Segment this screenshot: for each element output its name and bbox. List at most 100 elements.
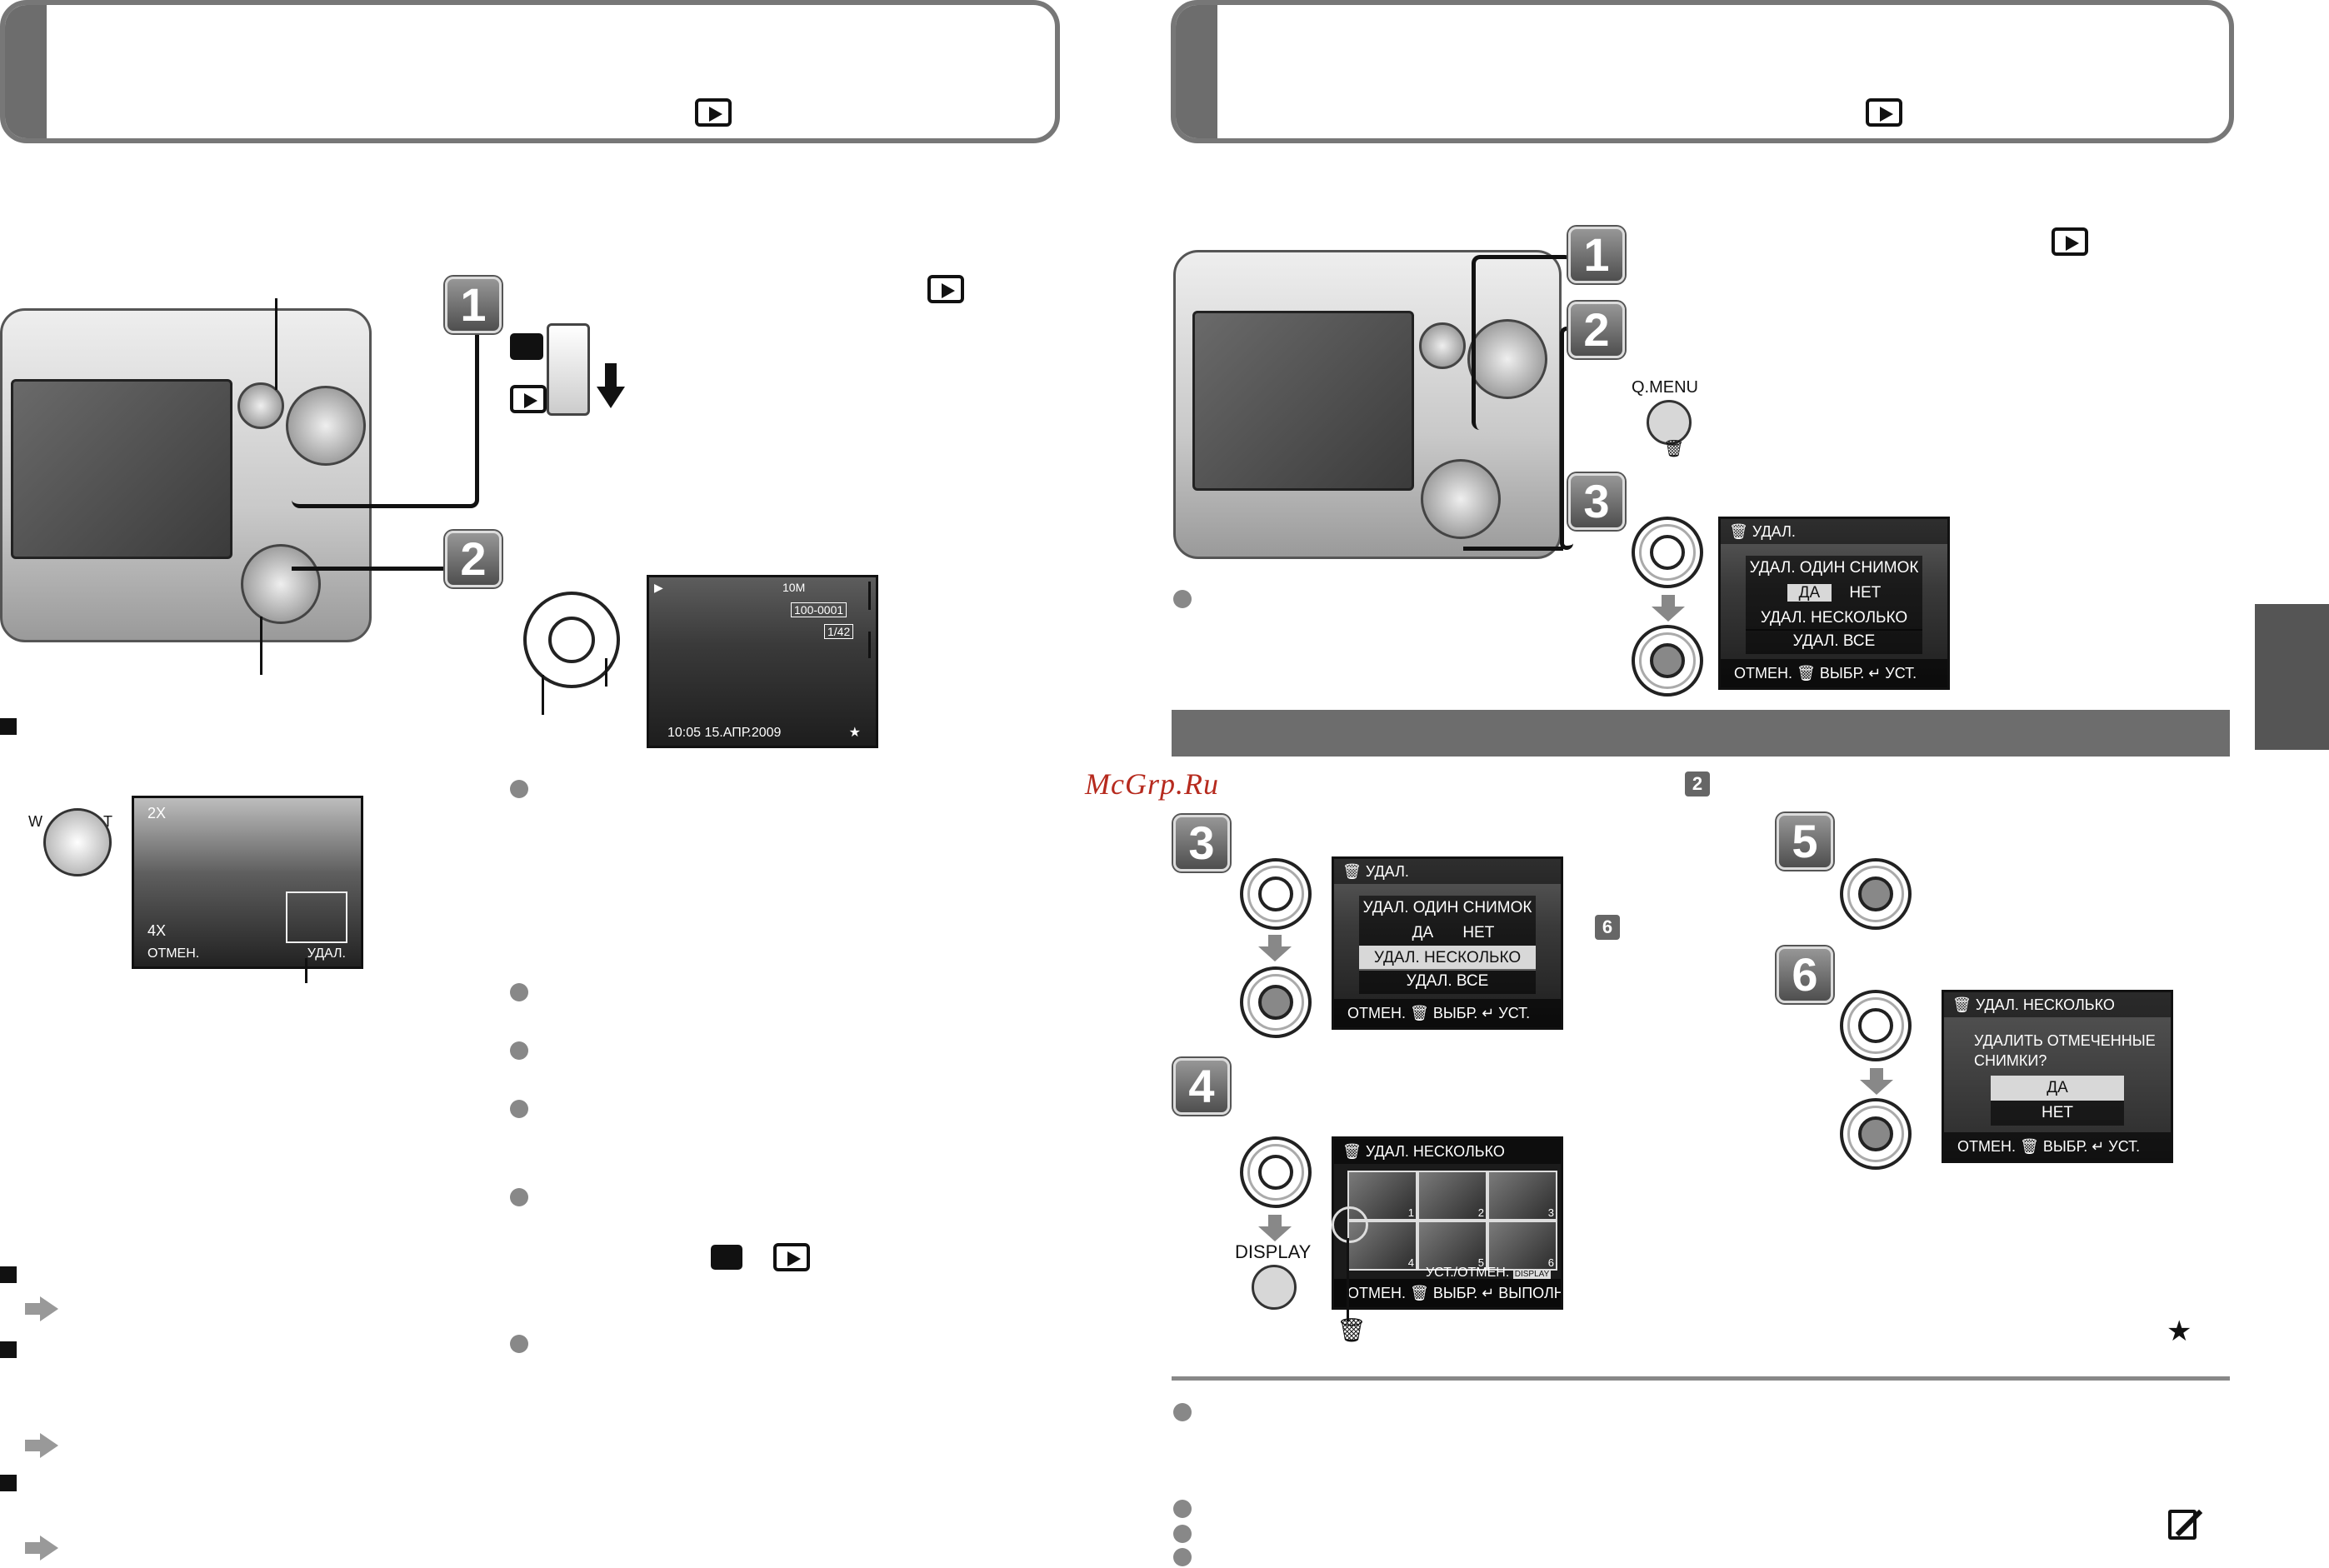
- menu-all[interactable]: УДАЛ. ВСЕ: [1359, 969, 1536, 994]
- section-marker: [0, 718, 17, 735]
- cursor-pad-left-right: [523, 592, 620, 688]
- thumbnail[interactable]: 6: [1487, 1221, 1557, 1271]
- shutter-button: [1419, 322, 1466, 369]
- play-icon: [2052, 227, 2088, 256]
- delete-menu-footer: ОТМЕН. 🗑 ВЫБР. ↵ УСТ.: [1334, 999, 1561, 1027]
- trash-icon: 🗑: [1663, 440, 1685, 458]
- thumbnail[interactable]: 2: [1417, 1171, 1487, 1221]
- left-header-box: [0, 0, 1060, 143]
- zoom-level-top: 2X: [147, 805, 167, 821]
- multi-delete-footer: ОТМЕН. 🗑 ВЫБР. ↵ ВЫПОЛН.: [1334, 1279, 1561, 1307]
- confirm-title-text: УДАЛ. НЕСКОЛЬКО: [1975, 996, 2115, 1013]
- bullet: [1173, 1548, 1192, 1566]
- menu-single[interactable]: УДАЛ. ОДИН СНИМОК: [1746, 556, 1922, 581]
- sidebar-tab: [2255, 604, 2329, 750]
- step-4: 4: [1173, 1058, 1230, 1115]
- leader-line: [868, 582, 871, 610]
- delete-menu-title: 🗑 УДАЛ.: [1334, 859, 1561, 884]
- zoom-t-label: T: [103, 813, 112, 830]
- bullet: [510, 1335, 528, 1353]
- yes-option[interactable]: ДА: [1787, 584, 1832, 602]
- zoom-lever: [43, 808, 112, 876]
- arrow-right-icon: [25, 1296, 58, 1321]
- bullet: [510, 780, 528, 798]
- leader-line: [292, 567, 450, 571]
- display-tag: DISPLAY: [1512, 1270, 1552, 1279]
- confirm-delete-screen: 🗑 УДАЛ. НЕСКОЛЬКО УДАЛИТЬ ОТМЕЧЕННЫЕ СНИ…: [1942, 990, 2173, 1163]
- bullet: [1173, 590, 1192, 608]
- right-header-box: [1171, 0, 2234, 143]
- yes-option[interactable]: ДА: [1412, 924, 1434, 941]
- menu-multi[interactable]: УДАЛ. НЕСКОЛЬКО: [1359, 946, 1536, 971]
- thumbnail[interactable]: 5: [1417, 1221, 1487, 1271]
- delete-menu-title-text: УДАЛ.: [1752, 523, 1796, 540]
- bullet: [1173, 1500, 1192, 1518]
- multi-delete-screen: 🗑 УДАЛ. НЕСКОЛЬКО 1 2 3 4 5 6 УСТ./ОТМЕН…: [1332, 1136, 1563, 1310]
- header-tab: [5, 5, 47, 138]
- menu-all[interactable]: УДАЛ. ВСЕ: [1746, 629, 1922, 654]
- zoom-cancel: ОТМЕН.: [147, 946, 200, 961]
- delete-menu-footer: ОТМЕН. 🗑 ВЫБР. ↵ УСТ.: [1721, 659, 1947, 687]
- arrow-down-icon: [1652, 595, 1685, 622]
- display-button: [1252, 1265, 1297, 1310]
- cursor-pad: [1421, 459, 1501, 539]
- no-option[interactable]: НЕТ: [1462, 924, 1495, 941]
- arrow-down-icon: [1860, 1068, 1893, 1095]
- playback-screen: ▶ 10M 100-0001 1/42 10:05 15.АПР.2009 ★: [647, 575, 878, 748]
- menu-yes-no[interactable]: ДА НЕТ: [1359, 921, 1536, 946]
- zoom-frame: [286, 891, 347, 943]
- zoom-w-label: W: [28, 813, 42, 830]
- menu-single[interactable]: УДАЛ. ОДИН СНИМОК: [1359, 896, 1536, 921]
- trash-icon: 🗑: [1729, 523, 1752, 540]
- confirm-question-1: УДАЛИТЬ ОТМЕЧЕННЫЕ: [1974, 1032, 2156, 1049]
- leader-line: [868, 632, 871, 658]
- image-counter: 1/42: [824, 624, 854, 639]
- trash-icon: 🗑: [1342, 1143, 1366, 1160]
- menu-multi[interactable]: УДАЛ. НЕСКОЛЬКО: [1746, 606, 1922, 631]
- info-top: 10M: [782, 581, 806, 594]
- thumbnail[interactable]: 3: [1487, 1171, 1557, 1221]
- bullet: [1173, 1403, 1192, 1421]
- section-bar: [1172, 710, 2230, 757]
- mode-dial: [1467, 319, 1547, 399]
- bullet: [510, 1188, 528, 1206]
- no-option[interactable]: НЕТ: [1849, 584, 1882, 602]
- confirm-no[interactable]: НЕТ: [1991, 1101, 2124, 1126]
- arrow-down-icon-head: [597, 387, 625, 408]
- leader-line: [305, 958, 307, 983]
- trash-mark-circle: [1332, 1206, 1368, 1243]
- zoom-level-bottom: 4X: [147, 922, 167, 939]
- trash-icon: 🗑: [1342, 863, 1366, 880]
- section-marker: [0, 1475, 17, 1491]
- step-3: 3: [1568, 473, 1625, 530]
- leader-line: [542, 675, 544, 715]
- camera-illustration: [0, 308, 372, 642]
- callout-1: [1472, 255, 1573, 430]
- zoom-screen: 2X 4X ОТМЕН. УДАЛ.: [132, 796, 363, 969]
- set-cancel-hint: УСТ./ОТМЕН. DISPLAY: [1426, 1266, 1552, 1281]
- arrow-down-icon: [1258, 935, 1292, 961]
- cursor-pad-center: [1840, 1098, 1912, 1170]
- arrow-right-icon: [25, 1433, 58, 1458]
- camera-icon: [510, 333, 543, 360]
- play-icon: [695, 98, 732, 127]
- bullet: [1173, 1525, 1192, 1543]
- step-6: 6: [1777, 946, 1833, 1003]
- arrow-right-icon: [25, 1536, 58, 1561]
- divider: [1172, 1376, 2230, 1381]
- watermark: McGrp.Ru: [1085, 767, 1219, 801]
- leader-line: [260, 617, 262, 675]
- confirm-yes[interactable]: ДА: [1991, 1076, 2124, 1101]
- menu-yes-no[interactable]: ДА НЕТ: [1746, 581, 1922, 606]
- display-label: DISPLAY: [1235, 1241, 1312, 1262]
- header-tab: [1176, 5, 1217, 138]
- camera-lcd: [11, 379, 232, 559]
- cursor-pad-center: [1840, 858, 1912, 930]
- date-time: 10:05 15.АПР.2009: [667, 726, 782, 740]
- delete-menu-title-text: УДАЛ.: [1365, 863, 1409, 880]
- camera-illustration: [1173, 250, 1562, 559]
- cursor-pad-up: [1240, 858, 1312, 930]
- play-icon: [510, 385, 547, 413]
- mode-dial: [286, 386, 366, 466]
- step-3: 3: [1173, 815, 1230, 871]
